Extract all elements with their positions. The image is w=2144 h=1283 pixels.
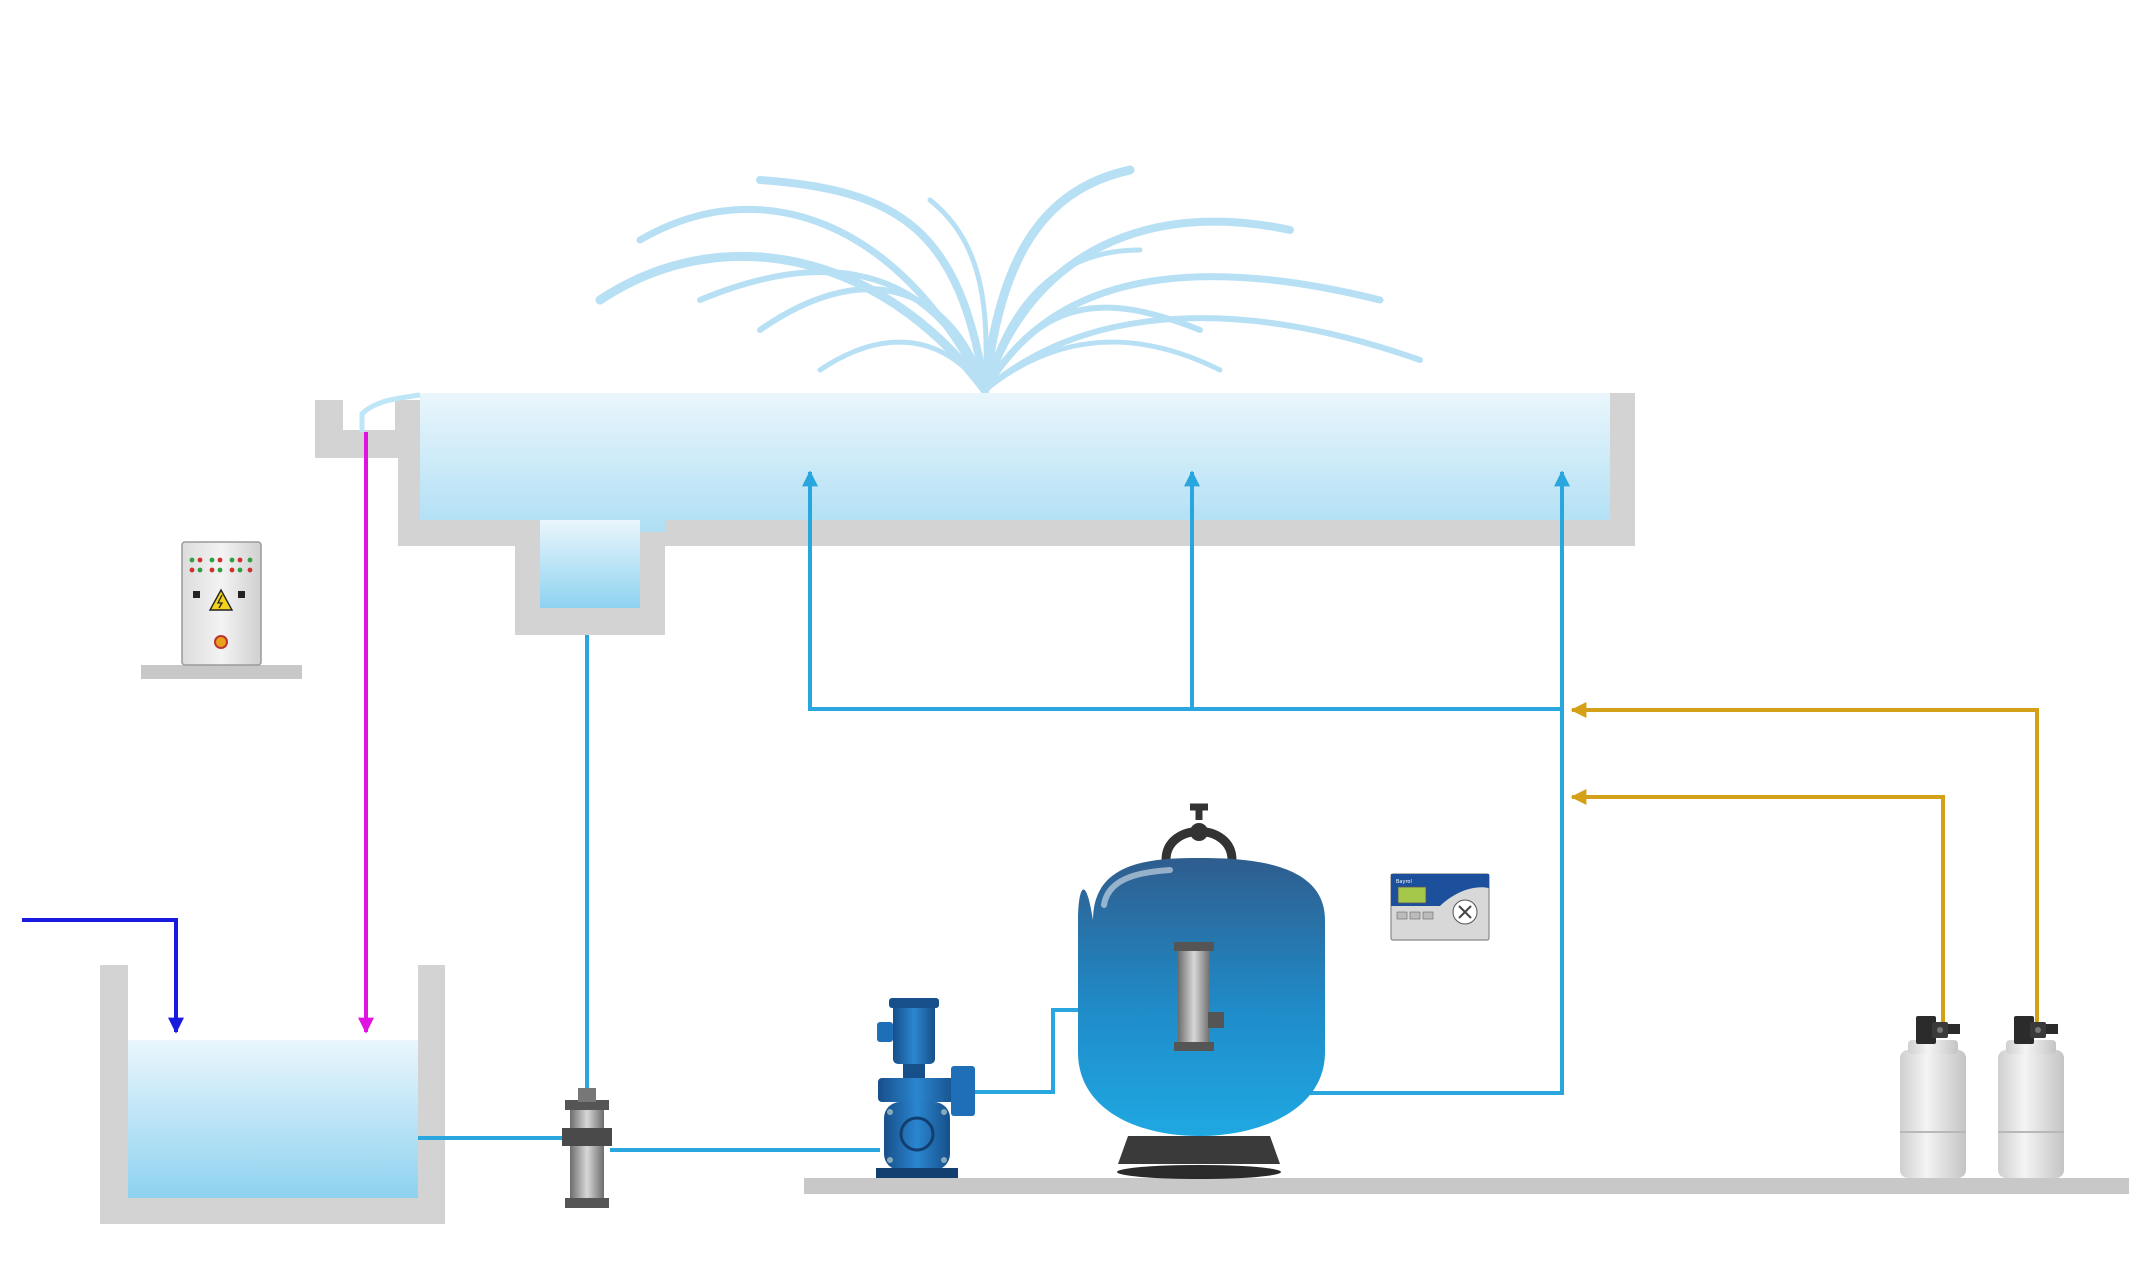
dosing-line-1 bbox=[1570, 789, 1945, 1025]
cabinet-shelf bbox=[141, 665, 302, 679]
dosing-pump-1 bbox=[1900, 1016, 1966, 1178]
dosing-pump-icon bbox=[2014, 1016, 2058, 1044]
dosing-line-2 bbox=[1570, 702, 2039, 1025]
sand-filter-icon bbox=[1078, 803, 1325, 1179]
controller-screen bbox=[1397, 886, 1427, 904]
controller-unit: Bayrol bbox=[1390, 873, 1490, 941]
equipment-floor bbox=[804, 1178, 2129, 1194]
dosing-pump-2 bbox=[1998, 1016, 2064, 1178]
fountain-basin bbox=[315, 392, 1635, 635]
control-cabinet-icon bbox=[181, 541, 262, 666]
controller-brand-label: Bayrol bbox=[1396, 879, 1412, 885]
basin-water bbox=[420, 393, 1610, 608]
fresh-water-inlet-line bbox=[22, 918, 184, 1034]
pipework bbox=[22, 432, 2039, 1152]
filter-valve-icon bbox=[1174, 942, 1224, 1051]
balance-tank-water bbox=[128, 1040, 418, 1198]
circulation-pump-icon bbox=[876, 998, 975, 1178]
multiport-valve-icon bbox=[562, 1088, 612, 1208]
cabinet-indicator-lights bbox=[189, 557, 253, 573]
fountain-spray bbox=[595, 165, 1423, 395]
dosing-pump-icon bbox=[1916, 1016, 1960, 1044]
high-voltage-warning-icon bbox=[208, 588, 234, 611]
balance-tank bbox=[100, 965, 445, 1224]
emergency-stop-icon bbox=[214, 635, 228, 649]
sump-water bbox=[540, 520, 640, 608]
